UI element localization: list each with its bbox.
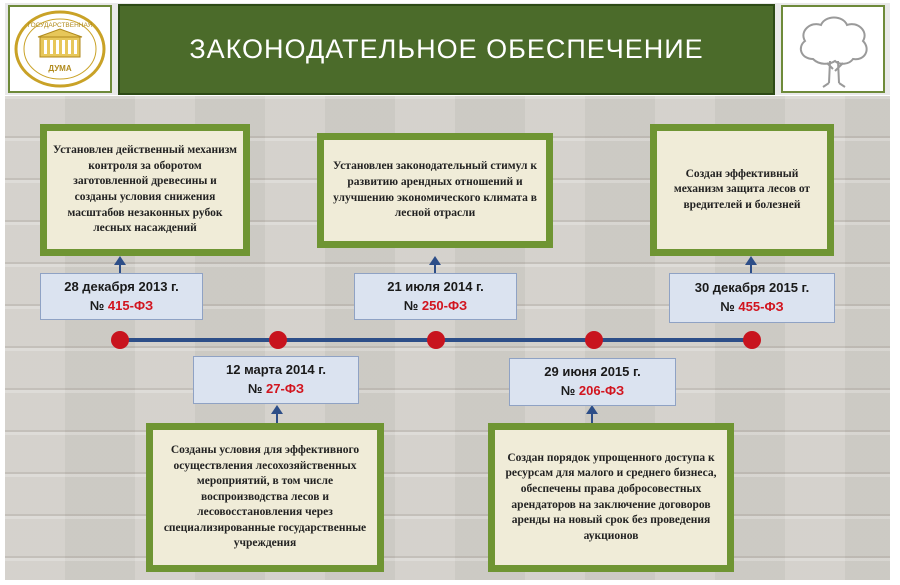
event-text-1: Установлен действенный механизм контроля… — [47, 131, 243, 249]
date-label-2: 12 марта 2014 г. — [226, 362, 326, 378]
milestone-dot-5 — [743, 331, 761, 349]
event-box-4: Создан порядок упрощенного доступа к рес… — [488, 423, 734, 572]
event-text-3: Установлен законодательный стимул к разв… — [324, 140, 546, 241]
arrow-up-1 — [114, 256, 126, 274]
law-prefix-3: № — [403, 297, 419, 313]
event-box-2: Созданы условия для эффективного осущест… — [146, 423, 384, 572]
law-label-4: № 206-ФЗ — [510, 382, 675, 401]
arrow-up-4 — [586, 405, 598, 423]
arrow-up-2 — [271, 405, 283, 423]
law-prefix-4: № — [560, 383, 576, 398]
title-banner: ЗАКОНОДАТЕЛЬНОЕ ОБЕСПЕЧЕНИЕ — [118, 4, 775, 95]
duma-logo: ГОСУДАРСТВЕННАЯ ДУМА — [8, 5, 112, 93]
milestone-dot-4 — [585, 331, 603, 349]
date-box-3: 21 июля 2014 г. № 250-ФЗ — [354, 273, 517, 320]
date-label-3: 21 июля 2014 г. — [387, 278, 484, 294]
event-text-2: Созданы условия для эффективного осущест… — [153, 430, 377, 565]
law-label-1: № 415-ФЗ — [41, 297, 202, 316]
law-number-5: 455-ФЗ — [738, 299, 784, 314]
event-text-5: Создан эффективный механизм защита лесов… — [657, 131, 827, 249]
event-text-4: Создан порядок упрощенного доступа к рес… — [495, 430, 727, 565]
logo-top-text: ГОСУДАРСТВЕННАЯ — [27, 22, 92, 29]
law-prefix-5: № — [720, 299, 735, 314]
law-number-4: 206-ФЗ — [578, 383, 625, 398]
event-box-1: Установлен действенный механизм контроля… — [40, 124, 250, 256]
event-box-3: Установлен законодательный стимул к разв… — [317, 133, 553, 248]
event-box-5: Создан эффективный механизм защита лесов… — [650, 124, 834, 256]
arrow-up-5 — [745, 256, 757, 274]
arrow-up-3 — [429, 256, 441, 274]
milestone-dot-2 — [269, 331, 287, 349]
date-box-5: 30 декабря 2015 г. № 455-ФЗ — [669, 273, 835, 323]
milestone-dot-1 — [111, 331, 129, 349]
law-label-2: № 27-ФЗ — [194, 380, 358, 399]
date-label-1: 28 декабря 2013 г. — [64, 278, 179, 294]
law-label-3: № 250-ФЗ — [355, 297, 516, 316]
date-box-1: 28 декабря 2013 г. № 415-ФЗ — [40, 273, 203, 320]
law-number-2: 27-ФЗ — [266, 381, 305, 396]
law-prefix-1: № — [89, 297, 105, 313]
date-box-4: 29 июня 2015 г. № 206-ФЗ — [509, 358, 676, 406]
logo-bottom-text: ДУМА — [48, 64, 71, 73]
law-number-3: 250-ФЗ — [421, 297, 468, 313]
date-label-4: 29 июня 2015 г. — [544, 364, 641, 380]
milestone-dot-3 — [427, 331, 445, 349]
tree-icon — [781, 5, 885, 93]
law-prefix-2: № — [247, 381, 263, 396]
law-number-1: 415-ФЗ — [107, 297, 154, 313]
law-label-5: № 455-ФЗ — [670, 298, 834, 317]
page-title: ЗАКОНОДАТЕЛЬНОЕ ОБЕСПЕЧЕНИЕ — [189, 34, 704, 64]
date-box-2: 12 марта 2014 г. № 27-ФЗ — [193, 356, 359, 404]
date-label-5: 30 декабря 2015 г. — [694, 280, 810, 296]
